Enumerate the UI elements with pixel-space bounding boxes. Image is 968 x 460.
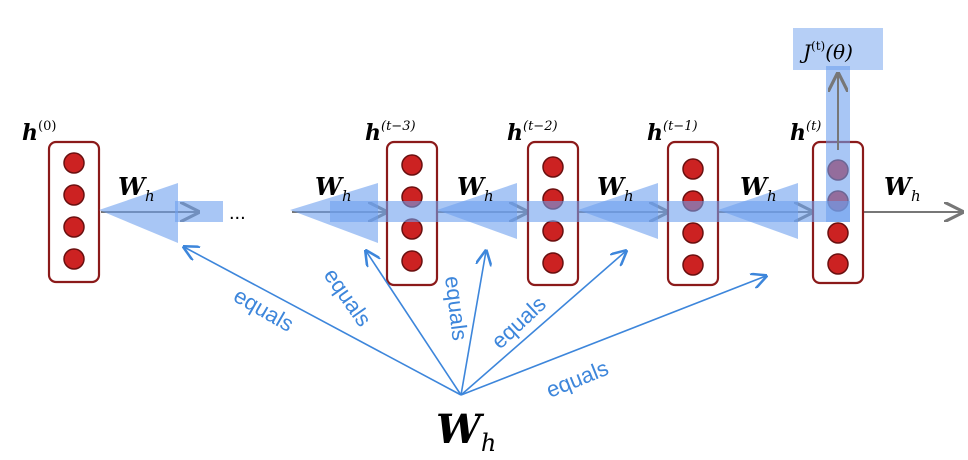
equals-arrow	[366, 251, 462, 396]
equals-arrow	[460, 276, 766, 396]
weight-label: Wh	[457, 172, 494, 205]
neuron	[682, 222, 704, 244]
weight-label: Wh	[597, 172, 634, 205]
loss-box: J(t)(θ)	[793, 28, 883, 150]
neuron	[401, 250, 423, 272]
loss-label: J(t)(θ)	[799, 39, 853, 64]
gradient-arrowhead	[99, 183, 178, 243]
equals-arrows	[184, 247, 766, 396]
equals-label: equals	[440, 275, 473, 342]
hidden-state-labels: h(0) h(t−3) h(t−2) h(t−1) h(t)	[22, 119, 821, 146]
gradient-arrowhead	[578, 183, 658, 239]
equals-label: equals	[319, 264, 377, 331]
hidden-label-t-2: h(t−2)	[507, 119, 558, 146]
hidden-cell-0	[47, 140, 101, 284]
gradient-arrowhead	[437, 183, 517, 239]
weight-label: Wh	[118, 172, 155, 205]
neuron	[401, 154, 423, 176]
neuron	[63, 152, 85, 174]
equals-label: equals	[543, 355, 612, 402]
equals-label: equals	[230, 283, 299, 337]
shared-weight-label: Wh	[436, 406, 496, 457]
equals-arrow	[460, 251, 486, 396]
gradient-bar-left	[175, 201, 223, 222]
ellipsis: ...	[229, 202, 246, 224]
neuron	[682, 254, 704, 276]
neuron	[542, 220, 564, 242]
neuron	[63, 216, 85, 238]
gradient-arrowhead	[718, 183, 798, 239]
hidden-label-0: h(0)	[22, 119, 56, 146]
neuron	[542, 156, 564, 178]
neuron	[542, 252, 564, 274]
equals-arrow	[460, 251, 626, 396]
neuron	[63, 248, 85, 270]
gradient-arrowhead	[290, 183, 378, 243]
hidden-label-t: h(t)	[790, 119, 821, 146]
neuron	[827, 222, 849, 244]
weight-label: Wh	[884, 172, 921, 205]
equals-arrow	[184, 247, 462, 396]
gradient-flow	[99, 66, 850, 243]
weight-label: Wh	[740, 172, 777, 205]
hidden-label-t-1: h(t−1)	[647, 119, 698, 146]
neuron	[827, 253, 849, 275]
neuron	[682, 158, 704, 180]
hidden-cell-t-2	[526, 140, 580, 287]
weight-labels: Wh Wh Wh Wh Wh Wh	[118, 172, 921, 205]
weight-label: Wh	[315, 172, 352, 205]
neuron	[63, 184, 85, 206]
hidden-label-t-3: h(t−3)	[365, 119, 416, 146]
